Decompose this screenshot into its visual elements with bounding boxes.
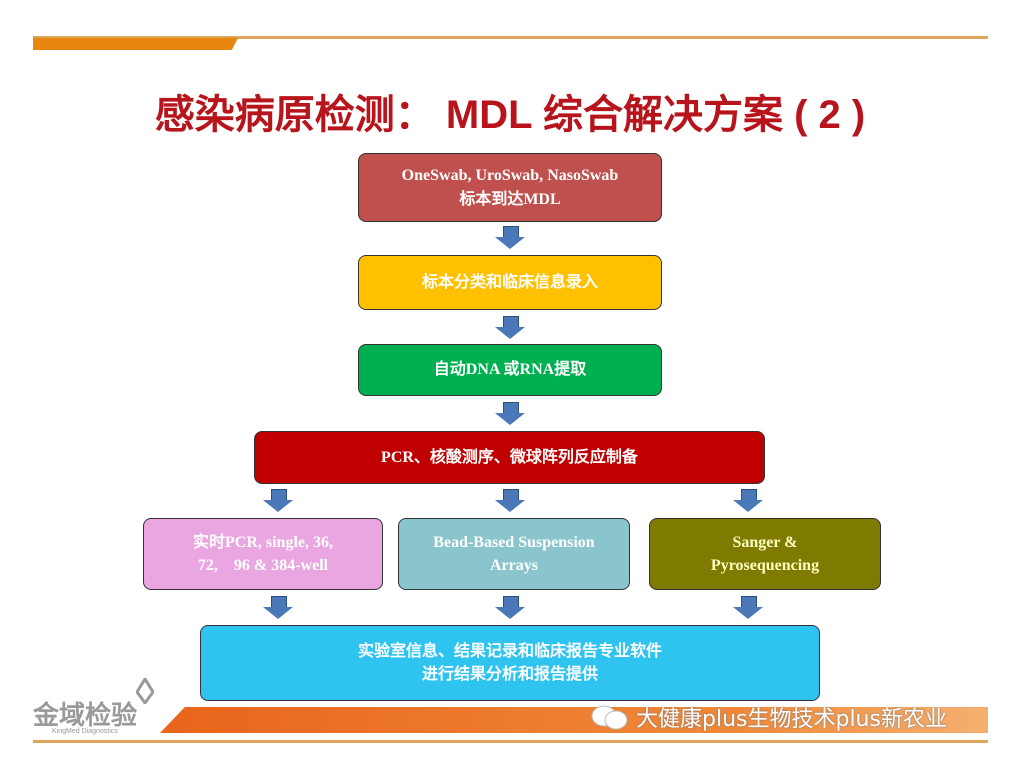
method-sequencing: Sanger & Pyrosequencing xyxy=(649,518,881,590)
step-text: OneSwab, UroSwab, NasoSwab xyxy=(401,167,619,185)
arrow-down-icon xyxy=(495,226,525,250)
arrow-down-icon xyxy=(495,596,525,620)
slide-title: 感染病原检测： MDL 综合解决方案 ( 2 ) xyxy=(154,93,866,137)
top-rule xyxy=(33,36,988,39)
step-text: Arrays xyxy=(490,557,538,574)
wechat-icon xyxy=(590,704,630,735)
step-text: Bead-Based Suspension xyxy=(433,533,595,551)
step-text: PCR、核酸测序、微球阵列反应制备 xyxy=(381,448,638,466)
arrow-down-icon xyxy=(495,489,525,513)
top-accent-bar xyxy=(33,38,238,50)
footer-bar xyxy=(160,707,988,733)
step-classification: 标本分类和临床信息录入 xyxy=(358,255,662,310)
step-text: 实时PCR, single, 36, xyxy=(192,533,333,551)
kingmed-logo: 金域检验 xyxy=(33,700,138,730)
arrow-down-icon xyxy=(263,596,293,620)
arrow-down-icon xyxy=(733,596,763,620)
logo-mark-icon xyxy=(135,676,155,706)
step-specimen-arrival: OneSwab, UroSwab, NasoSwab 标本到达MDL xyxy=(358,153,662,222)
arrow-down-icon xyxy=(733,489,763,513)
step-extraction: 自动DNA 或RNA提取 xyxy=(358,344,662,396)
method-realtime-pcr: 实时PCR, single, 36, 72, 96 & 384-well xyxy=(143,518,383,590)
bottom-rule xyxy=(33,740,988,743)
step-text: 进行结果分析和报告提供 xyxy=(421,666,598,683)
arrow-down-icon xyxy=(495,402,525,426)
step-text: 72, 96 & 384-well xyxy=(197,557,329,574)
step-reaction-prep: PCR、核酸测序、微球阵列反应制备 xyxy=(254,431,765,484)
arrow-down-icon xyxy=(263,489,293,513)
step-text: 标本分类和临床信息录入 xyxy=(421,273,598,291)
step-text: Sanger & xyxy=(732,533,798,551)
step-lims-reporting: 实验室信息、结果记录和临床报告专业软件进行结果分析和报告提供 xyxy=(200,625,820,701)
step-text: 实验室信息、结果记录和临床报告专业软件 xyxy=(357,642,662,660)
step-text: 自动DNA 或RNA提取 xyxy=(433,361,587,379)
step-text: 标本到达MDL xyxy=(459,190,561,208)
logo-subtitle: KingMed Diagnostics xyxy=(52,728,118,735)
step-text: Pyrosequencing xyxy=(710,557,820,574)
watermark-text: 大健康plus生物技术plus新农业 xyxy=(636,707,947,732)
arrow-down-icon xyxy=(495,316,525,340)
